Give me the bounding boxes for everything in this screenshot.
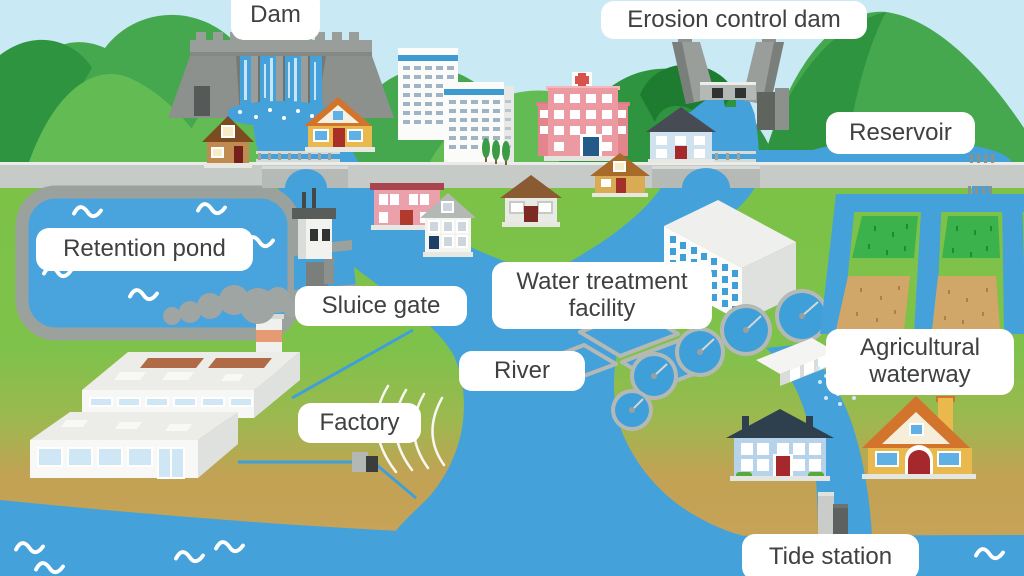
erosion-control-dam-structure <box>672 30 789 130</box>
hospital-building <box>536 72 630 161</box>
label-retention-pond: Retention pond <box>36 228 253 271</box>
clarifier-tanks <box>611 289 829 431</box>
house-blue-small <box>646 107 716 163</box>
label-water-treatment-facility: Water treatment facility <box>492 262 712 329</box>
factory-pipes <box>238 328 417 500</box>
house-tall-white <box>420 193 476 257</box>
label-reservoir: Reservoir <box>826 112 975 154</box>
field-green <box>852 216 1000 258</box>
house-brown <box>202 116 254 168</box>
agricultural-area <box>820 194 1024 334</box>
factory-building <box>30 314 300 479</box>
field-soil <box>836 276 1000 330</box>
dam-structure <box>168 32 394 127</box>
label-river: River <box>459 351 585 391</box>
label-sluice-gate: Sluice gate <box>295 286 467 326</box>
label-tide-station: Tide station <box>742 534 919 576</box>
bridge-main-river <box>256 151 348 188</box>
house-yellow <box>304 97 375 152</box>
label-dam: Dam <box>231 0 320 40</box>
factory-smoke <box>163 285 301 325</box>
label-agricultural-waterway: Agricultural waterway <box>826 329 1014 395</box>
house-yellow-large <box>862 396 976 479</box>
house-gray <box>500 175 562 227</box>
tide-station-structure <box>818 492 848 542</box>
road <box>0 162 1024 188</box>
water-treatment-plant <box>538 200 856 431</box>
label-erosion-control-dam: Erosion control dam <box>601 1 867 39</box>
label-factory: Factory <box>298 403 421 443</box>
apartment-towers <box>398 48 514 165</box>
house-tan <box>590 153 650 197</box>
house-blue-large <box>726 409 834 481</box>
trees <box>482 138 510 165</box>
